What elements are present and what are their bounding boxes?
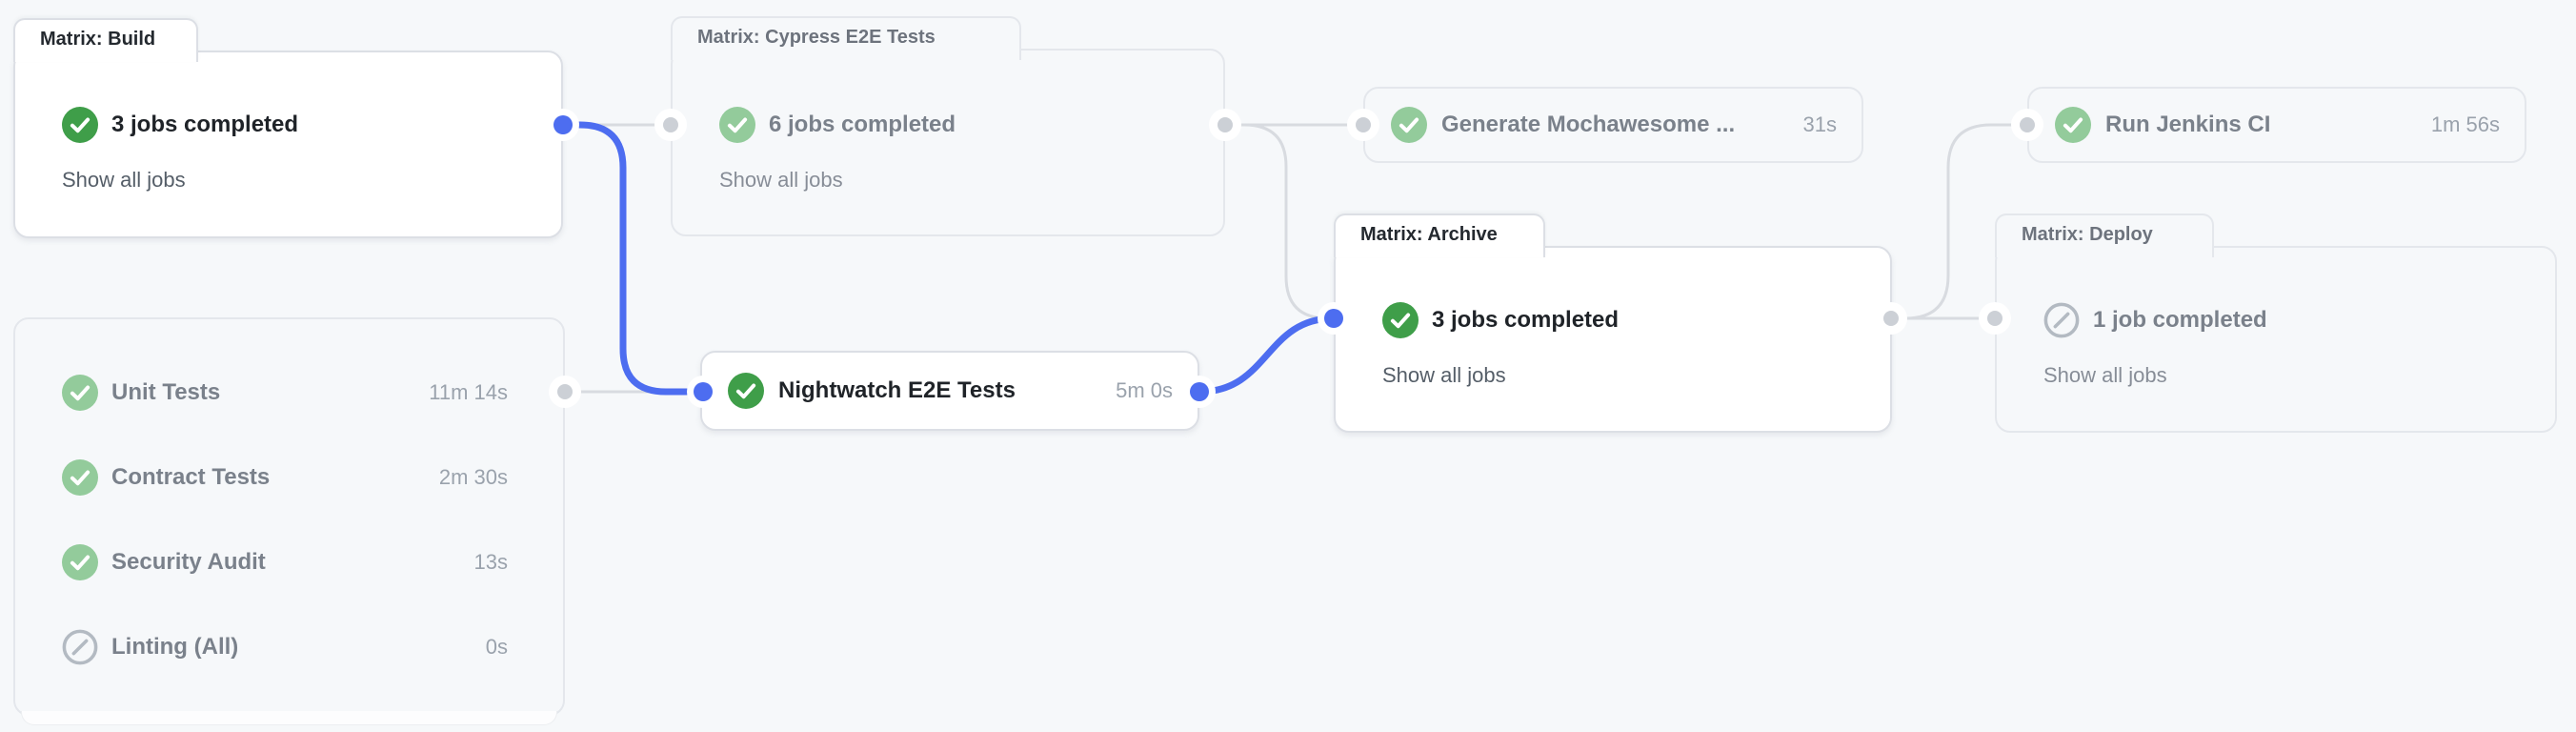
job-duration: 2m 30s — [438, 465, 508, 489]
matrix-cypress-title: 6 jobs completed — [769, 112, 956, 137]
matrix-cypress-tab: Matrix: Cypress E2E Tests — [671, 16, 1021, 60]
node-generate-mochawesome[interactable]: Generate Mochawesome ... 31s — [1363, 87, 1863, 163]
edge-nightwatch-archive-highlighted — [1196, 315, 1338, 396]
connector-dot-jenkins-in — [2011, 109, 2043, 141]
matrix-build-show-all-link[interactable]: Show all jobs — [62, 168, 186, 192]
connector-dot-deploy-in — [1979, 302, 2011, 335]
job-name: Generate Mochawesome ... — [1441, 112, 1736, 137]
matrix-build-tab: Matrix: Build — [13, 18, 198, 62]
job-duration: 5m 0s — [1116, 378, 1173, 402]
check-circle-icon — [1391, 107, 1427, 143]
job-group-row[interactable]: Contract Tests 2m 30s — [62, 459, 508, 496]
node-matrix-build[interactable]: 3 jobs completed Show all jobs — [13, 51, 563, 238]
job-duration: 1m 56s — [2430, 112, 2500, 136]
edge-build-nightwatch-highlighted — [559, 121, 707, 396]
check-circle-icon — [728, 373, 764, 409]
check-circle-icon — [62, 375, 98, 411]
node-matrix-cypress[interactable]: 6 jobs completed Show all jobs — [671, 49, 1225, 236]
edge-archive-jenkins — [1891, 123, 2027, 320]
matrix-deploy-show-all-link[interactable]: Show all jobs — [2043, 363, 2167, 387]
matrix-build-title: 3 jobs completed — [111, 112, 299, 137]
check-circle-icon — [719, 107, 755, 143]
node-matrix-deploy[interactable]: 1 job completed Show all jobs — [1995, 246, 2557, 433]
slash-circle-icon — [2043, 302, 2080, 338]
job-name: Security Audit — [111, 549, 266, 575]
check-circle-icon — [2055, 107, 2091, 143]
connector-dot-build-out — [547, 109, 579, 141]
connector-dot-nightwatch-out — [1183, 376, 1216, 408]
node-job-group[interactable]: Unit Tests 11m 14s Contract Tests 2m 30s… — [13, 317, 565, 725]
job-duration: 0s — [485, 635, 508, 659]
connector-dot-cypress-out — [1209, 109, 1241, 141]
connector-dot-mochawesome-in — [1347, 109, 1379, 141]
matrix-archive-tab-label: Matrix: Archive — [1360, 223, 1498, 245]
check-circle-icon — [62, 107, 98, 143]
connector-dot-group-out — [549, 376, 581, 408]
job-duration: 13s — [473, 550, 508, 574]
node-run-jenkins-ci[interactable]: Run Jenkins CI 1m 56s — [2027, 87, 2526, 163]
matrix-deploy-title: 1 job completed — [2093, 307, 2267, 333]
matrix-archive-title: 3 jobs completed — [1432, 307, 1620, 333]
connector-dot-archive-in — [1318, 302, 1350, 335]
connector-dot-archive-out — [1875, 302, 1907, 335]
check-circle-icon — [62, 544, 98, 580]
edge-cypress-archive — [1225, 123, 1334, 320]
job-group-row[interactable]: Security Audit 13s — [62, 544, 508, 580]
job-group-row[interactable]: Unit Tests 11m 14s — [62, 375, 508, 411]
slash-circle-icon — [62, 629, 98, 665]
job-duration: 11m 14s — [429, 380, 508, 404]
matrix-archive-show-all-link[interactable]: Show all jobs — [1382, 363, 1506, 387]
matrix-deploy-tab-label: Matrix: Deploy — [2022, 223, 2153, 245]
node-nightwatch-e2e[interactable]: Nightwatch E2E Tests 5m 0s — [700, 351, 1199, 431]
job-name: Run Jenkins CI — [2105, 112, 2271, 137]
job-name: Unit Tests — [111, 379, 221, 405]
job-duration: 31s — [1802, 112, 1837, 136]
matrix-archive-tab: Matrix: Archive — [1334, 214, 1545, 257]
job-group-row[interactable]: Linting (All) 0s — [62, 629, 508, 665]
node-matrix-archive[interactable]: 3 jobs completed Show all jobs — [1334, 246, 1892, 433]
matrix-deploy-tab: Matrix: Deploy — [1995, 214, 2214, 257]
matrix-cypress-show-all-link[interactable]: Show all jobs — [719, 168, 843, 192]
matrix-build-tab-label: Matrix: Build — [40, 28, 156, 50]
job-name: Nightwatch E2E Tests — [778, 377, 1016, 403]
job-name: Contract Tests — [111, 464, 271, 490]
connector-dot-cypress-in — [654, 109, 687, 141]
job-name: Linting (All) — [111, 634, 239, 660]
connector-dot-nightwatch-in — [687, 376, 719, 408]
matrix-cypress-tab-label: Matrix: Cypress E2E Tests — [697, 26, 936, 48]
check-circle-icon — [62, 459, 98, 496]
check-circle-icon — [1382, 302, 1419, 338]
